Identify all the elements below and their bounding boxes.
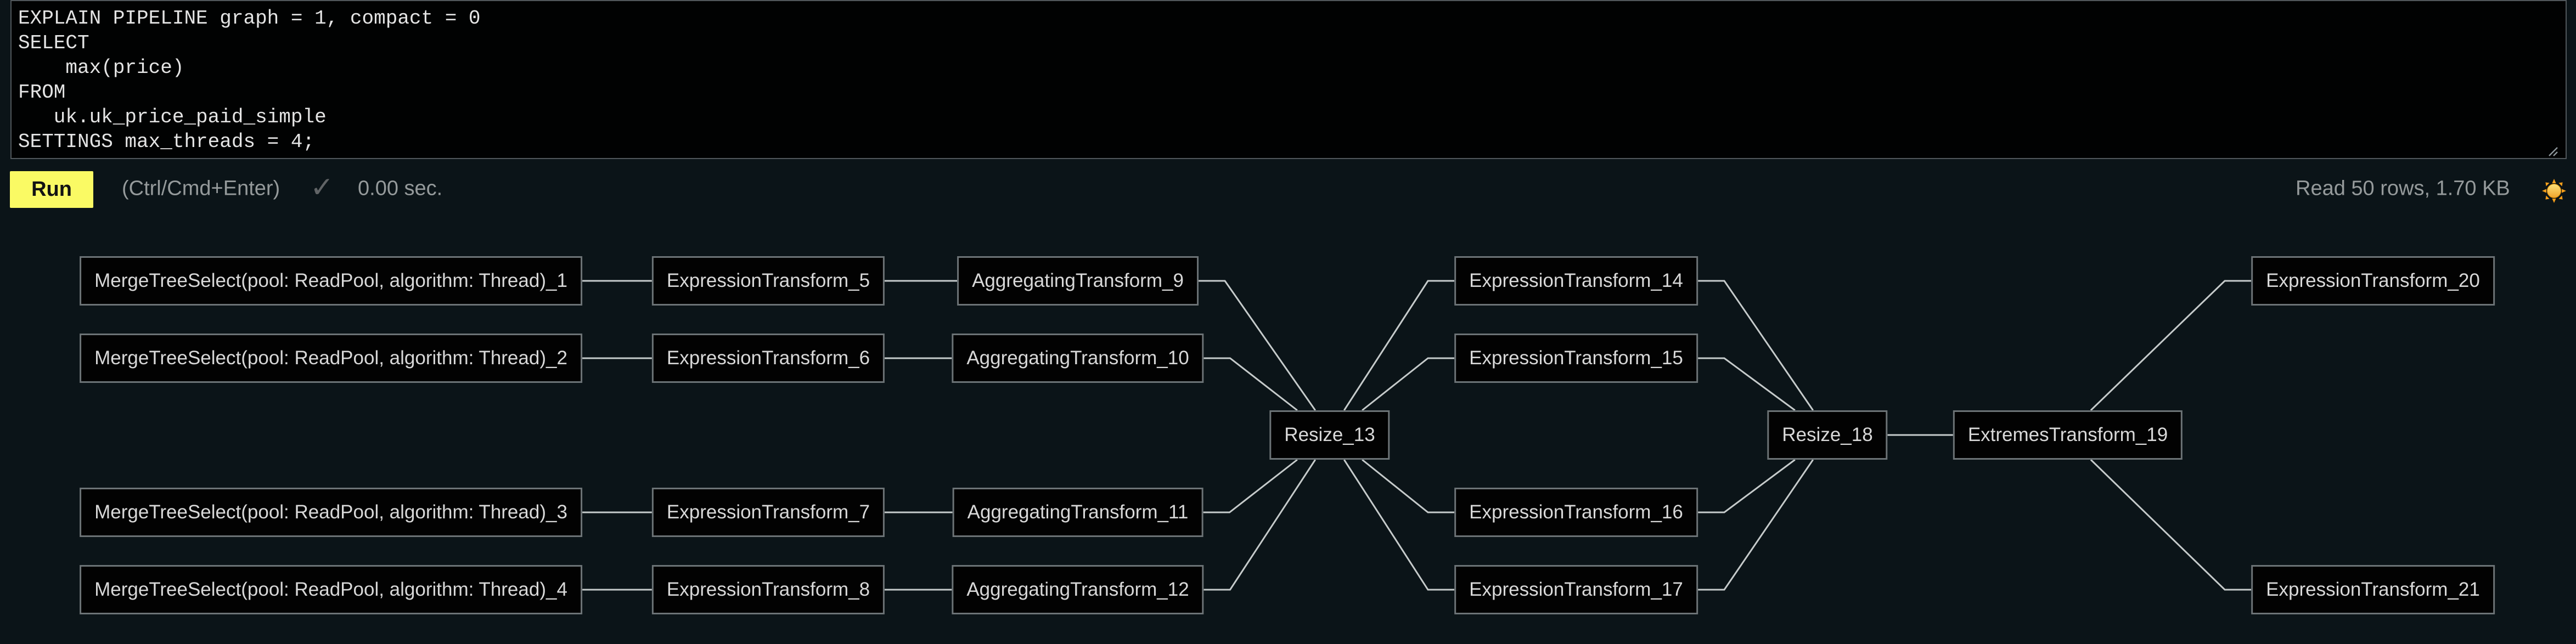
sun-icon[interactable]: [2541, 178, 2567, 204]
pipeline-node-et14: ExpressionTransform_14: [1454, 256, 1698, 306]
pipeline-edge-at12-r13: [1203, 459, 1316, 591]
pipeline-edge-r13-et14: [1343, 280, 1454, 411]
pipeline-node-et8: ExpressionTransform_8: [651, 565, 885, 614]
pipeline-node-at11: AggregatingTransform_11: [952, 488, 1203, 537]
pipeline-edge-et15-r18: [1698, 357, 1796, 411]
pipeline-node-r13: Resize_13: [1269, 410, 1390, 460]
pipeline-edge-at9-r13: [1199, 280, 1316, 411]
sql-query-text[interactable]: EXPLAIN PIPELINE graph = 1, compact = 0 …: [18, 7, 481, 153]
pipeline-edge-r13-et16: [1362, 459, 1454, 513]
pipeline-edge-ext19-et20: [2090, 280, 2251, 411]
pipeline-node-et15: ExpressionTransform_15: [1454, 334, 1698, 383]
pipeline-node-et6: ExpressionTransform_6: [651, 334, 885, 383]
pipeline-edge-at11-r13: [1203, 459, 1298, 513]
pipeline-edge-et17-r18: [1698, 459, 1814, 591]
pipeline-edge-ext19-et21: [2090, 459, 2251, 591]
pipeline-node-et21: ExpressionTransform_21: [2251, 565, 2495, 614]
pipeline-node-ext19: ExtremesTransform_19: [1953, 410, 2183, 460]
pipeline-edge-et16-r18: [1698, 459, 1796, 513]
sql-editor[interactable]: EXPLAIN PIPELINE graph = 1, compact = 0 …: [10, 0, 2567, 159]
pipeline-node-at10: AggregatingTransform_10: [952, 334, 1204, 383]
run-button[interactable]: Run: [10, 171, 93, 208]
pipeline-node-r18: Resize_18: [1767, 410, 1888, 460]
pipeline-node-et17: ExpressionTransform_17: [1454, 565, 1698, 614]
pipeline-node-at9: AggregatingTransform_9: [957, 256, 1199, 306]
pipeline-node-at12: AggregatingTransform_12: [952, 565, 1204, 614]
elapsed-time: 0.00 sec.: [358, 177, 443, 200]
textarea-resize-handle[interactable]: [2549, 147, 2558, 156]
pipeline-node-et5: ExpressionTransform_5: [651, 256, 885, 306]
pipeline-node-et16: ExpressionTransform_16: [1454, 488, 1698, 537]
pipeline-edge-r13-et17: [1343, 459, 1454, 591]
read-stats: Read 50 rows, 1.70 KB: [2296, 177, 2510, 200]
pipeline-edge-r13-et15: [1362, 357, 1454, 411]
pipeline-node-mts1: MergeTreeSelect(pool: ReadPool, algorith…: [80, 256, 582, 306]
pipeline-node-mts4: MergeTreeSelect(pool: ReadPool, algorith…: [80, 565, 582, 614]
success-check-icon: ✓: [310, 172, 334, 204]
pipeline-node-mts2: MergeTreeSelect(pool: ReadPool, algorith…: [80, 334, 582, 383]
pipeline-edge-et14-r18: [1698, 280, 1814, 411]
shortcut-hint: (Ctrl/Cmd+Enter): [122, 177, 280, 200]
pipeline-node-et20: ExpressionTransform_20: [2251, 256, 2495, 306]
pipeline-edge-at10-r13: [1203, 357, 1298, 411]
pipeline-node-mts3: MergeTreeSelect(pool: ReadPool, algorith…: [80, 488, 582, 537]
pipeline-node-et7: ExpressionTransform_7: [651, 488, 885, 537]
